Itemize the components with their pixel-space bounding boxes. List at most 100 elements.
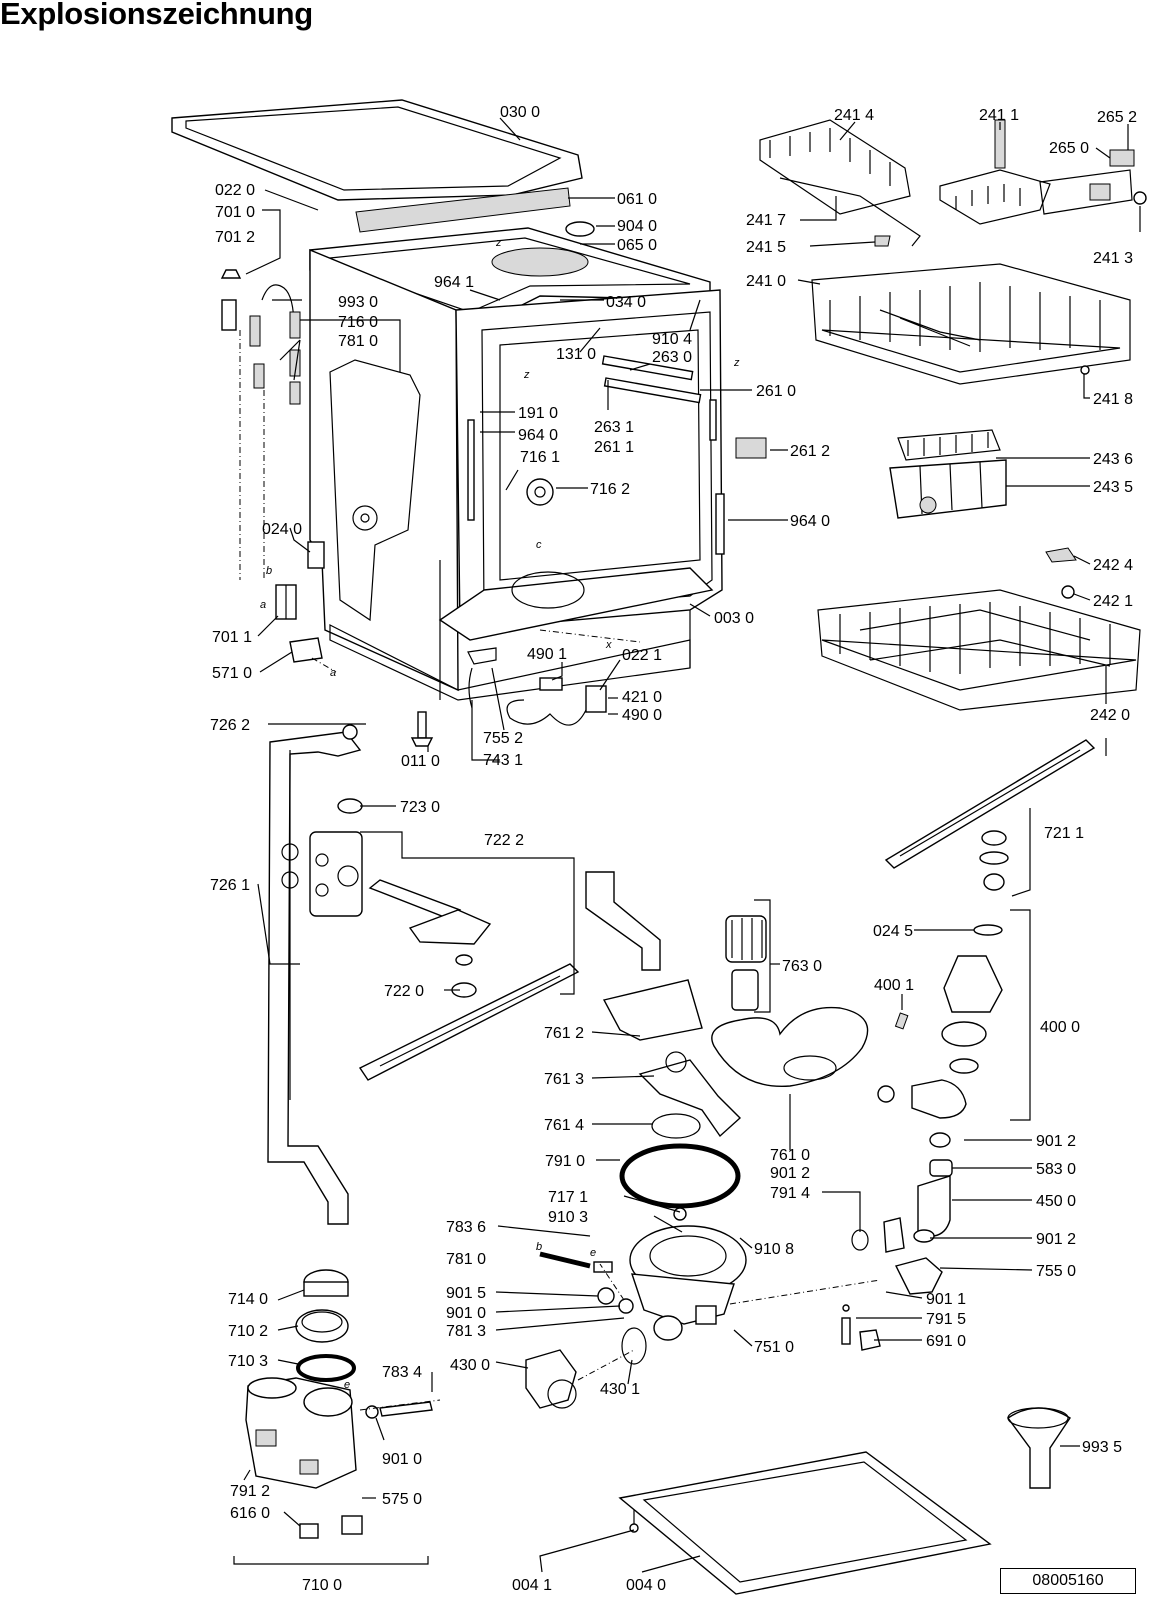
part-label: 716 2: [590, 481, 630, 498]
part-label: 710 2: [228, 1323, 268, 1340]
part-label: 791 2: [230, 1483, 270, 1500]
part-label: 004 1: [512, 1577, 552, 1594]
part-label: 791 5: [926, 1311, 966, 1328]
part-label: 722 2: [484, 832, 524, 849]
marker-a: a: [330, 667, 336, 679]
water-softener-assembly: [245, 1269, 1071, 1595]
part-label: 755 2: [483, 730, 523, 747]
part-label: 901 2: [1036, 1133, 1076, 1150]
part-label: 265 2: [1097, 109, 1137, 126]
part-label: 716 1: [520, 449, 560, 466]
part-label: 791 4: [770, 1185, 810, 1202]
part-label: 421 0: [622, 689, 662, 706]
part-label: 243 6: [1093, 451, 1133, 468]
part-label: 763 0: [782, 958, 822, 975]
part-label: 901 2: [1036, 1231, 1076, 1248]
part-label: 701 2: [215, 229, 255, 246]
marker-a: a: [260, 599, 266, 611]
part-label: 243 5: [1093, 479, 1133, 496]
part-label: 191 0: [518, 405, 558, 422]
part-label: 022 1: [622, 647, 662, 664]
part-label: 261 0: [756, 383, 796, 400]
spray-system-assembly: [267, 724, 1096, 1409]
part-label: 755 0: [1036, 1263, 1076, 1280]
reference-letters: a a b b c e e x z z z: [260, 237, 740, 1391]
part-label: 241 5: [746, 239, 786, 256]
part-label: 710 3: [228, 1353, 268, 1370]
part-label: 910 8: [754, 1241, 794, 1258]
page-title: Explosionszeichnung: [0, 0, 313, 31]
part-label: 261 1: [594, 439, 634, 456]
part-label: 721 1: [1044, 825, 1084, 842]
part-label: 241 1: [979, 107, 1019, 124]
marker-c: c: [536, 539, 542, 551]
part-label: 717 1: [548, 1189, 588, 1206]
part-label: 722 0: [384, 983, 424, 1000]
part-label: 964 0: [790, 513, 830, 530]
part-label: 242 1: [1093, 593, 1133, 610]
part-label: 616 0: [230, 1505, 270, 1522]
part-label: 450 0: [1036, 1193, 1076, 1210]
part-label: 751 0: [754, 1339, 794, 1356]
marker-x: x: [605, 639, 612, 651]
part-label: 716 0: [338, 314, 378, 331]
part-label: 710 0: [302, 1577, 342, 1594]
part-label: 241 0: [746, 273, 786, 290]
part-label: 490 0: [622, 707, 662, 724]
part-label: 761 4: [544, 1117, 584, 1134]
part-label: 024 5: [873, 923, 913, 940]
part-label: 241 7: [746, 212, 786, 229]
part-label: 901 0: [382, 1451, 422, 1468]
marker-z: z: [523, 369, 530, 381]
marker-e: e: [590, 1247, 596, 1259]
part-label: 761 3: [544, 1071, 584, 1088]
marker-b: b: [266, 565, 272, 577]
part-label: 261 2: [790, 443, 830, 460]
part-label: 781 3: [446, 1323, 486, 1340]
part-label: 263 1: [594, 419, 634, 436]
marker-e: e: [344, 1379, 350, 1391]
part-label: 714 0: [228, 1291, 268, 1308]
part-label: 743 1: [483, 752, 523, 769]
part-label: 901 5: [446, 1285, 486, 1302]
part-label: 783 4: [382, 1364, 422, 1381]
part-label: 263 0: [652, 349, 692, 366]
part-label: 910 3: [548, 1209, 588, 1226]
part-label: 964 1: [434, 274, 474, 291]
part-label: 783 6: [446, 1219, 486, 1236]
part-label: 781 0: [338, 333, 378, 350]
part-label: 241 3: [1093, 250, 1133, 267]
part-label: 265 0: [1049, 140, 1089, 157]
part-label: 723 0: [400, 799, 440, 816]
part-label: 241 8: [1093, 391, 1133, 408]
cabinet-assembly: [171, 99, 767, 747]
part-label: 781 0: [446, 1251, 486, 1268]
part-label: 901 2: [770, 1165, 810, 1182]
part-label: 011 0: [401, 753, 440, 770]
part-label: 993 5: [1082, 1439, 1122, 1456]
part-label: 022 0: [215, 182, 255, 199]
part-label: 241 4: [834, 107, 874, 124]
part-label: 993 0: [338, 294, 378, 311]
part-label: 575 0: [382, 1491, 422, 1508]
part-label: 691 0: [926, 1333, 966, 1350]
part-label: 761 2: [544, 1025, 584, 1042]
part-label: 065 0: [617, 237, 657, 254]
part-label: 583 0: [1036, 1161, 1076, 1178]
part-label: 400 1: [874, 977, 914, 994]
part-label: 901 0: [446, 1305, 486, 1322]
part-label: 910 4: [652, 331, 692, 348]
marker-z: z: [733, 357, 740, 369]
part-label: 024 0: [262, 521, 302, 538]
part-label: 430 0: [450, 1357, 490, 1374]
part-label: 131 0: [556, 346, 596, 363]
part-label: 904 0: [617, 218, 657, 235]
part-labels: 030 0 022 0 701 0 701 2 061 0 904 0 065 …: [210, 104, 1137, 1594]
part-label: 791 0: [545, 1153, 585, 1170]
part-label: 030 0: [500, 104, 540, 121]
part-label: 964 0: [518, 427, 558, 444]
part-label: 400 0: [1040, 1019, 1080, 1036]
part-label: 901 1: [926, 1291, 966, 1308]
part-label: 726 1: [210, 877, 250, 894]
